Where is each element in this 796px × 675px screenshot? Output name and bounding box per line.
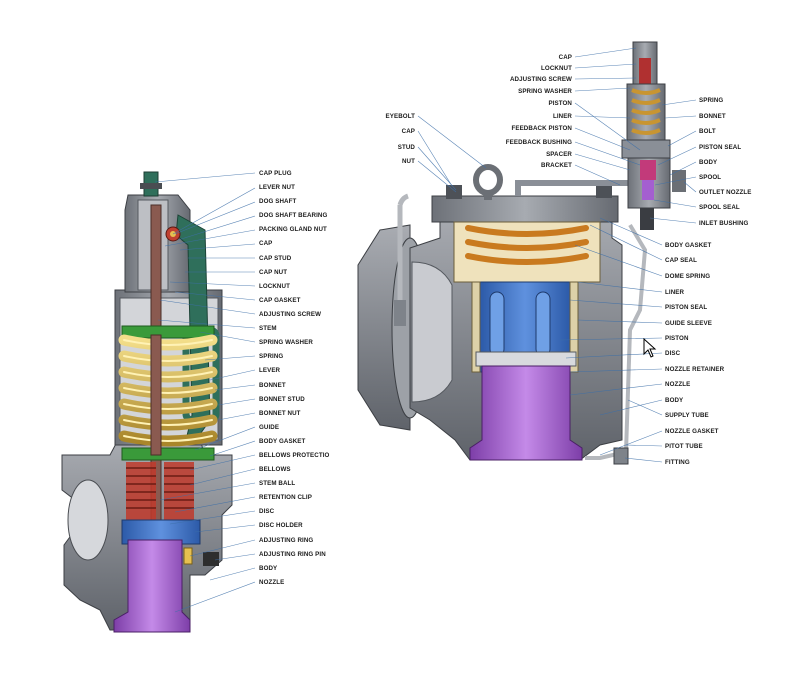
label-pr-2: BOLT — [699, 128, 716, 135]
label-pl-7: FEEDBACK BUSHING — [506, 139, 572, 146]
label-pr-6: OUTLET NOZZLE — [699, 189, 752, 196]
right-valve-nozzle — [469, 365, 583, 461]
label-rr-5: GUIDE SLEEVE — [665, 320, 712, 327]
label-left-26: ADJUSTING RING — [259, 537, 313, 544]
label-pr-0: SPRING — [699, 97, 723, 104]
label-left-20: BELLOWS PROTECTIO — [259, 452, 330, 459]
label-left-5: CAP — [259, 240, 272, 247]
label-left-23: RETENTION CLIP — [259, 494, 312, 501]
right-valve-cap — [431, 195, 619, 223]
label-left-0: CAP PLUG — [259, 170, 292, 177]
label-pl-6: FEEDBACK PISTON — [511, 125, 572, 132]
label-pr-7: SPOOL SEAL — [699, 204, 740, 211]
label-left-3: DOG SHAFT BEARING — [259, 212, 327, 219]
label-pl-0: CAP — [559, 54, 572, 61]
label-rl-1: CAP — [402, 128, 415, 135]
label-pl-4: PISTON — [548, 100, 572, 107]
label-pr-8: INLET BUSHING — [699, 220, 749, 227]
label-pr-3: PISTON SEAL — [699, 144, 741, 151]
leader-lines — [154, 47, 697, 613]
label-rl-0: EYEBOLT — [386, 113, 416, 120]
label-left-15: BONNET — [259, 382, 286, 389]
label-left-29: NOZZLE — [259, 579, 284, 586]
right-valve-left-labels: EYEBOLT CAP STUD NUT — [386, 113, 416, 165]
label-rr-0: BODY GASKET — [665, 242, 711, 249]
label-rr-11: SUPPLY TUBE — [665, 412, 709, 419]
left-valve-nozzle — [113, 539, 191, 633]
label-rr-1: CAP SEAL — [665, 257, 697, 264]
label-left-11: STEM — [259, 325, 277, 332]
label-rl-2: STUD — [398, 144, 416, 151]
label-rr-7: DISC — [665, 350, 681, 357]
label-left-19: BODY GASKET — [259, 438, 305, 445]
label-pr-5: SPOOL — [699, 174, 721, 181]
label-left-6: CAP STUD — [259, 255, 292, 262]
right-valve-disc — [475, 351, 577, 367]
label-rr-9: NOZZLE — [665, 381, 690, 388]
label-rr-10: BODY — [665, 397, 684, 404]
label-left-12: SPRING WASHER — [259, 339, 313, 346]
label-rr-4: PISTON SEAL — [665, 304, 707, 311]
label-left-14: LEVER — [259, 367, 281, 374]
label-left-25: DISC HOLDER — [259, 522, 303, 529]
label-left-24: DISC — [259, 508, 275, 515]
label-left-27: ADJUSTING RING PIN — [259, 551, 326, 558]
right-valve-dome-spring — [465, 225, 589, 265]
label-rr-13: PITOT TUBE — [665, 443, 703, 450]
label-left-4: PACKING GLAND NUT — [259, 226, 327, 233]
label-left-28: BODY — [259, 565, 278, 572]
mouse-cursor-icon — [643, 338, 657, 358]
right-valve-drawing — [357, 41, 686, 465]
label-left-16: BONNET STUD — [259, 396, 305, 403]
label-rr-6: PISTON — [665, 335, 689, 342]
right-valve-right-labels: BODY GASKET CAP SEAL DOME SPRING LINER P… — [665, 242, 725, 466]
label-left-17: BONNET NUT — [259, 410, 301, 417]
label-left-10: ADJUSTING SCREW — [259, 311, 321, 318]
label-rr-3: LINER — [665, 289, 684, 296]
label-left-8: LOCKNUT — [259, 283, 290, 290]
left-valve-outlet — [67, 479, 109, 561]
label-left-18: GUIDE — [259, 424, 279, 431]
label-rr-2: DOME SPRING — [665, 273, 710, 280]
label-pr-1: BONNET — [699, 113, 726, 120]
label-rr-14: FITTING — [665, 459, 690, 466]
left-valve-bellows — [126, 462, 194, 522]
label-rr-12: NOZZLE GASKET — [665, 428, 719, 435]
label-left-9: CAP GASKET — [259, 297, 301, 304]
label-left-2: DOG SHAFT — [259, 198, 296, 205]
label-rr-8: NOZZLE RETAINER — [665, 366, 725, 373]
pilot-left-labels: CAP LOCKNUT ADJUSTING SCREW SPRING WASHE… — [506, 54, 573, 169]
label-pl-2: ADJUSTING SCREW — [510, 76, 572, 83]
right-valve-supply-tube — [585, 223, 648, 460]
label-rl-3: NUT — [402, 158, 415, 165]
label-left-22: STEM BALL — [259, 480, 295, 487]
label-pl-1: LOCKNUT — [541, 65, 572, 72]
pilot-valve — [621, 41, 686, 230]
label-pl-9: BRACKET — [541, 162, 572, 169]
label-left-1: LEVER NUT — [259, 184, 295, 191]
right-valve-eyebolt — [473, 164, 503, 196]
left-valve-labels: CAP PLUG LEVER NUT DOG SHAFT DOG SHAFT B… — [259, 170, 330, 586]
left-valve-spring — [118, 334, 218, 447]
left-valve-drawing — [61, 171, 233, 633]
label-pl-8: SPACER — [546, 151, 572, 158]
label-pl-5: LINER — [553, 113, 572, 120]
label-pl-3: SPRING WASHER — [518, 88, 572, 95]
label-left-13: SPRING — [259, 353, 283, 360]
label-pr-4: BODY — [699, 159, 718, 166]
pilot-right-labels: SPRING BONNET BOLT PISTON SEAL BODY SPOO… — [699, 97, 752, 227]
label-left-21: BELLOWS — [259, 466, 291, 473]
label-left-7: CAP NUT — [259, 269, 287, 276]
